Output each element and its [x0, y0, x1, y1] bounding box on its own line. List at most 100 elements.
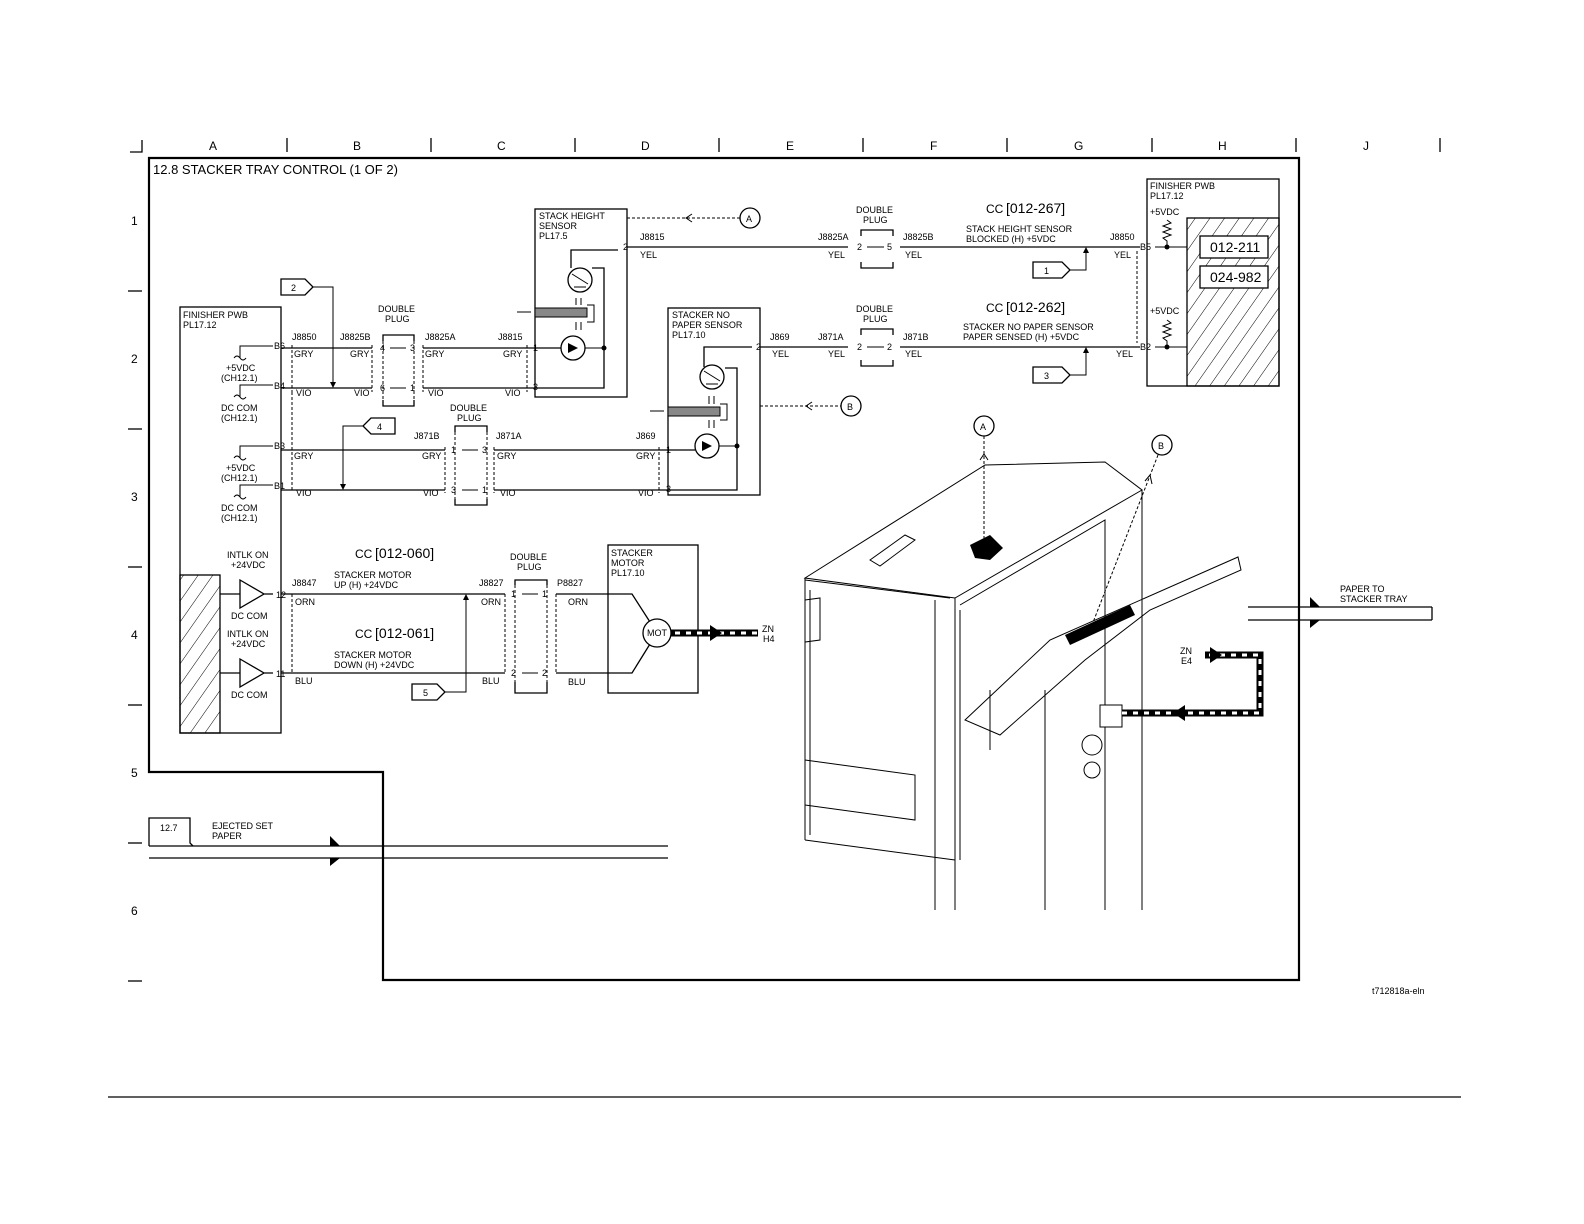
callout-label: A [980, 422, 986, 432]
phototransistor-icon [699, 364, 725, 390]
test-point-3[interactable]: 3 [1032, 347, 1089, 384]
sensor-actuator [667, 406, 721, 417]
double-plug-label: PLUG [517, 562, 542, 572]
wire-color: VIO [354, 388, 370, 398]
callout-label: B [847, 402, 853, 412]
connector-label: J8815 [640, 232, 665, 242]
grid-corner-mark [130, 140, 143, 153]
test-point-4[interactable]: 4 [340, 417, 396, 490]
pwb-name: FINISHER PWB [1150, 181, 1215, 191]
wire-color: YEL [1114, 250, 1131, 260]
plug-pin: 1 [482, 485, 487, 495]
harness-stacker-motor: J8847 J8827 P8827 ORN ORN ORN BLU BLU BL… [281, 545, 651, 694]
column-label: H [1218, 139, 1227, 153]
supply-label: (CH12.1) [221, 473, 258, 483]
driver-label: DC COM [231, 690, 268, 700]
test-point-label: 2 [291, 283, 296, 293]
plug-pin: 5 [887, 242, 892, 252]
wire-color: GRY [294, 349, 313, 359]
double-plug-label: PLUG [863, 314, 888, 324]
row-label: 2 [131, 352, 138, 366]
paper-path-label: PAPER [212, 831, 242, 841]
test-point-label: 1 [1044, 266, 1049, 276]
test-points: 1 2 3 4 5 [280, 247, 1089, 701]
motor-symbol: MOT [647, 628, 667, 638]
cc-code-012-060: [012-060] [375, 545, 434, 561]
pullup-resistor-icon [1161, 219, 1173, 347]
column-label: J [1363, 139, 1369, 153]
wire-color: GRY [425, 349, 444, 359]
fault-code: 024-982 [1210, 269, 1262, 285]
pin-label: B4 [274, 381, 285, 391]
no-paper-sensor-part [1065, 605, 1135, 645]
cc-description: STACK HEIGHT SENSOR [966, 224, 1073, 234]
plug-pin: 4 [380, 343, 385, 353]
test-point-2[interactable]: 2 [280, 278, 336, 388]
supply-label: +5VDC [226, 463, 256, 473]
finisher-pwb-left: FINISHER PWB PL17.12 B6 B4 B3 B1 12 11 +… [179, 306, 286, 734]
wire-color: GRY [503, 349, 522, 359]
row-grid: 1 2 3 4 5 6 [128, 214, 142, 982]
stacker-motor: STACKER MOTOR PL17.10 MOT ZN H4 [607, 544, 775, 694]
column-label: E [786, 139, 794, 153]
driver-label: INTLK ON [227, 629, 269, 639]
connector-label: J871A [818, 332, 844, 342]
supply-label: DC COM [221, 503, 258, 513]
supply-label: (CH12.1) [221, 513, 258, 523]
driver-label: +24VDC [231, 560, 266, 570]
wire-color: YEL [1116, 349, 1133, 359]
double-plug-label: PLUG [863, 215, 888, 225]
supply-label: +5VDC [1150, 306, 1180, 316]
pwb-part-location: PL17.12 [1150, 191, 1184, 201]
plug-pin: 3 [451, 485, 456, 495]
pin-label: B5 [1140, 242, 1151, 252]
cc-code-012-061: [012-061] [375, 625, 434, 641]
paper-path-ejected-set: 12.7 EJECTED SET PAPER [148, 817, 668, 866]
fault-code-box [1199, 235, 1269, 259]
connector-label: J8815 [498, 332, 523, 342]
connector-label: J871A [496, 431, 522, 441]
wire-color: VIO [296, 488, 312, 498]
wire-color: GRY [497, 451, 516, 461]
connector-label: J869 [636, 431, 656, 441]
cc-code-012-262: [012-262] [1006, 299, 1065, 315]
callout-b-illustration [1151, 434, 1173, 456]
connector-label: J8825B [340, 332, 371, 342]
column-label: G [1074, 139, 1083, 153]
plug-pin: 2 [857, 342, 862, 352]
pin-label: 3 [533, 382, 538, 392]
page-title: 12.8 STACKER TRAY CONTROL (1 OF 2) [153, 162, 398, 177]
wire-color: ORN [481, 597, 501, 607]
column-label: B [353, 139, 361, 153]
supply-label: +5VDC [226, 363, 256, 373]
zone-label: E4 [1181, 656, 1192, 666]
plug-pin: 1 [542, 589, 547, 599]
connector-label: J8825A [818, 232, 849, 242]
supply-label: +5VDC [1150, 207, 1180, 217]
plug-pin: 1 [410, 383, 415, 393]
page-reference-link[interactable]: 12.7 [160, 823, 178, 833]
pwb-name: FINISHER PWB [183, 310, 248, 320]
test-point-5[interactable]: 5 [411, 594, 469, 701]
diagram-border [147, 156, 1301, 982]
wire-color: GRY [350, 349, 369, 359]
driver-label: +24VDC [231, 639, 266, 649]
paper-path-label: PAPER TO [1340, 584, 1385, 594]
connector-label: J8850 [292, 332, 317, 342]
stacker-no-paper-sensor: STACKER NO PAPER SENSOR PL17.10 2 1 3 J8… [650, 307, 848, 496]
wire-color: ORN [295, 597, 315, 607]
cc-description: BLOCKED (H) +5VDC [966, 234, 1056, 244]
sensor-label: SENSOR [539, 221, 578, 231]
driver-label: DC COM [231, 611, 268, 621]
column-label: C [497, 139, 506, 153]
test-point-1[interactable]: 1 [1032, 247, 1089, 279]
double-plug-label: DOUBLE [856, 205, 893, 215]
test-point-label: 5 [423, 688, 428, 698]
callout-b [840, 395, 862, 417]
test-point-label: 3 [1044, 371, 1049, 381]
column-grid: A B C D E F G H J [130, 138, 1441, 153]
wire-color: YEL [828, 349, 845, 359]
column-label: F [930, 139, 937, 153]
plug-pin: 1 [511, 589, 516, 599]
